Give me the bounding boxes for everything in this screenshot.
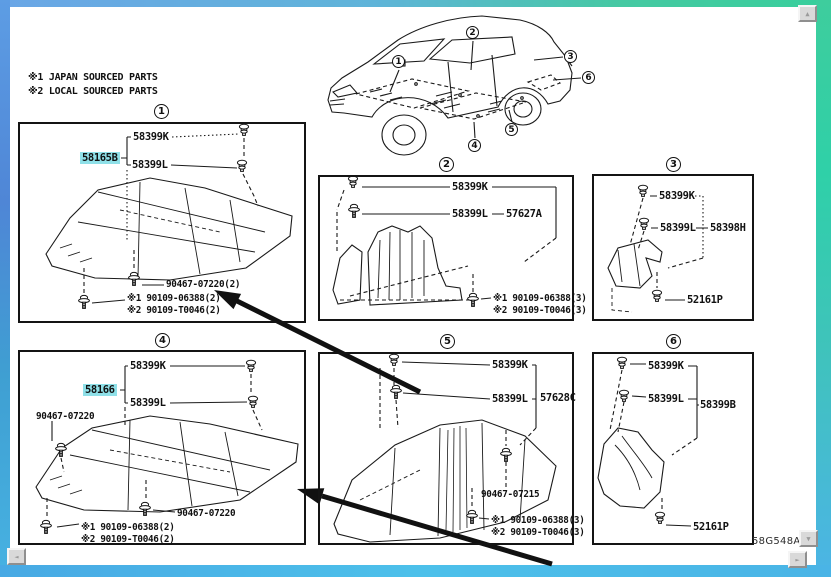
panel-3-number: 3	[666, 157, 681, 172]
car-callout-4: 4	[468, 139, 481, 152]
part-number-label: 58398H	[710, 222, 746, 234]
car-callout-3: 3	[564, 50, 577, 63]
panel-4-number: 4	[155, 333, 170, 348]
part-number-label: 57627A	[506, 208, 542, 220]
scroll-left-button[interactable]: ◄	[7, 548, 26, 565]
panel-3-box	[592, 174, 754, 321]
part-number-label: 58399K	[648, 360, 684, 372]
legend-line-1: ※1 JAPAN SOURCED PARTS	[28, 72, 158, 83]
part-number-label: 58399L	[492, 393, 528, 405]
panel-2-box	[318, 175, 574, 321]
scroll-left-icon: ◄	[14, 552, 19, 561]
part-number-label: 52161P	[693, 521, 729, 533]
scroll-down-icon: ▼	[806, 534, 811, 543]
fastener-number-label: 90467-07220(2)	[166, 279, 241, 290]
fastener-number-label: ※1 90109-06388(3)	[491, 515, 585, 526]
part-number-label: 58399L	[130, 397, 166, 409]
part-number-label: 58399B	[700, 399, 736, 411]
background-border-right	[816, 0, 831, 577]
panel-1-number: 1	[154, 104, 169, 119]
panel-4-box	[18, 350, 306, 545]
car-callout-6: 6	[582, 71, 595, 84]
part-number-label: 58399L	[660, 222, 696, 234]
scroll-up-icon: ▲	[805, 9, 810, 18]
panel-6-box	[592, 352, 754, 545]
background-border-top	[0, 0, 831, 7]
car-callout-1: 1	[392, 55, 405, 68]
panel-2-number: 2	[439, 157, 454, 172]
fastener-number-label: ※2 90109-T0046(2)	[127, 305, 221, 316]
fastener-number-label: 90467-07220	[177, 508, 236, 519]
scroll-right-icon: ►	[795, 555, 800, 564]
panel-5-number: 5	[440, 334, 455, 349]
car-callout-5: 5	[505, 123, 518, 136]
car-callout-2: 2	[466, 26, 479, 39]
scroll-up-button[interactable]: ▲	[798, 5, 817, 22]
legend-line-2: ※2 LOCAL SOURCED PARTS	[28, 86, 158, 97]
panel-5-box	[318, 352, 574, 545]
panel-1-box	[18, 122, 306, 323]
part-number-label: 58399L	[452, 208, 488, 220]
part-number-label: 58399L	[648, 393, 684, 405]
part-number-label: 58399K	[492, 359, 528, 371]
fastener-number-label: 90467-07215	[481, 489, 540, 500]
fastener-number-label: ※2 90109-T0046(2)	[81, 534, 175, 545]
background-border-left	[0, 0, 10, 577]
fastener-number-label: ※2 90109-T0046(3)	[491, 527, 585, 538]
panel-6-number: 6	[666, 334, 681, 349]
scroll-right-button[interactable]: ►	[788, 551, 807, 568]
fastener-number-label: ※2 90109-T0046(3)	[493, 305, 587, 316]
background-border-bottom	[0, 565, 831, 577]
part-number-label: 52161P	[687, 294, 723, 306]
part-number-label: 58399K	[133, 131, 169, 143]
part-number-label: 57628C	[540, 392, 576, 404]
part-number-label: 58399K	[130, 360, 166, 372]
fastener-number-label: 90467-07220	[36, 411, 95, 422]
fastener-number-label: ※1 90109-06388(3)	[493, 293, 587, 304]
selected-part-number[interactable]: 58165B	[80, 152, 120, 164]
scroll-down-button[interactable]: ▼	[799, 530, 818, 547]
part-number-label: 58399K	[452, 181, 488, 193]
part-number-label: 58399L	[132, 159, 168, 171]
fastener-number-label: ※1 90109-06388(2)	[127, 293, 221, 304]
part-number-label: 58399K	[659, 190, 695, 202]
fastener-number-label: ※1 90109-06388(2)	[81, 522, 175, 533]
diagram-code: 58G548A	[752, 536, 801, 547]
selected-part-number[interactable]: 58166	[83, 384, 117, 396]
